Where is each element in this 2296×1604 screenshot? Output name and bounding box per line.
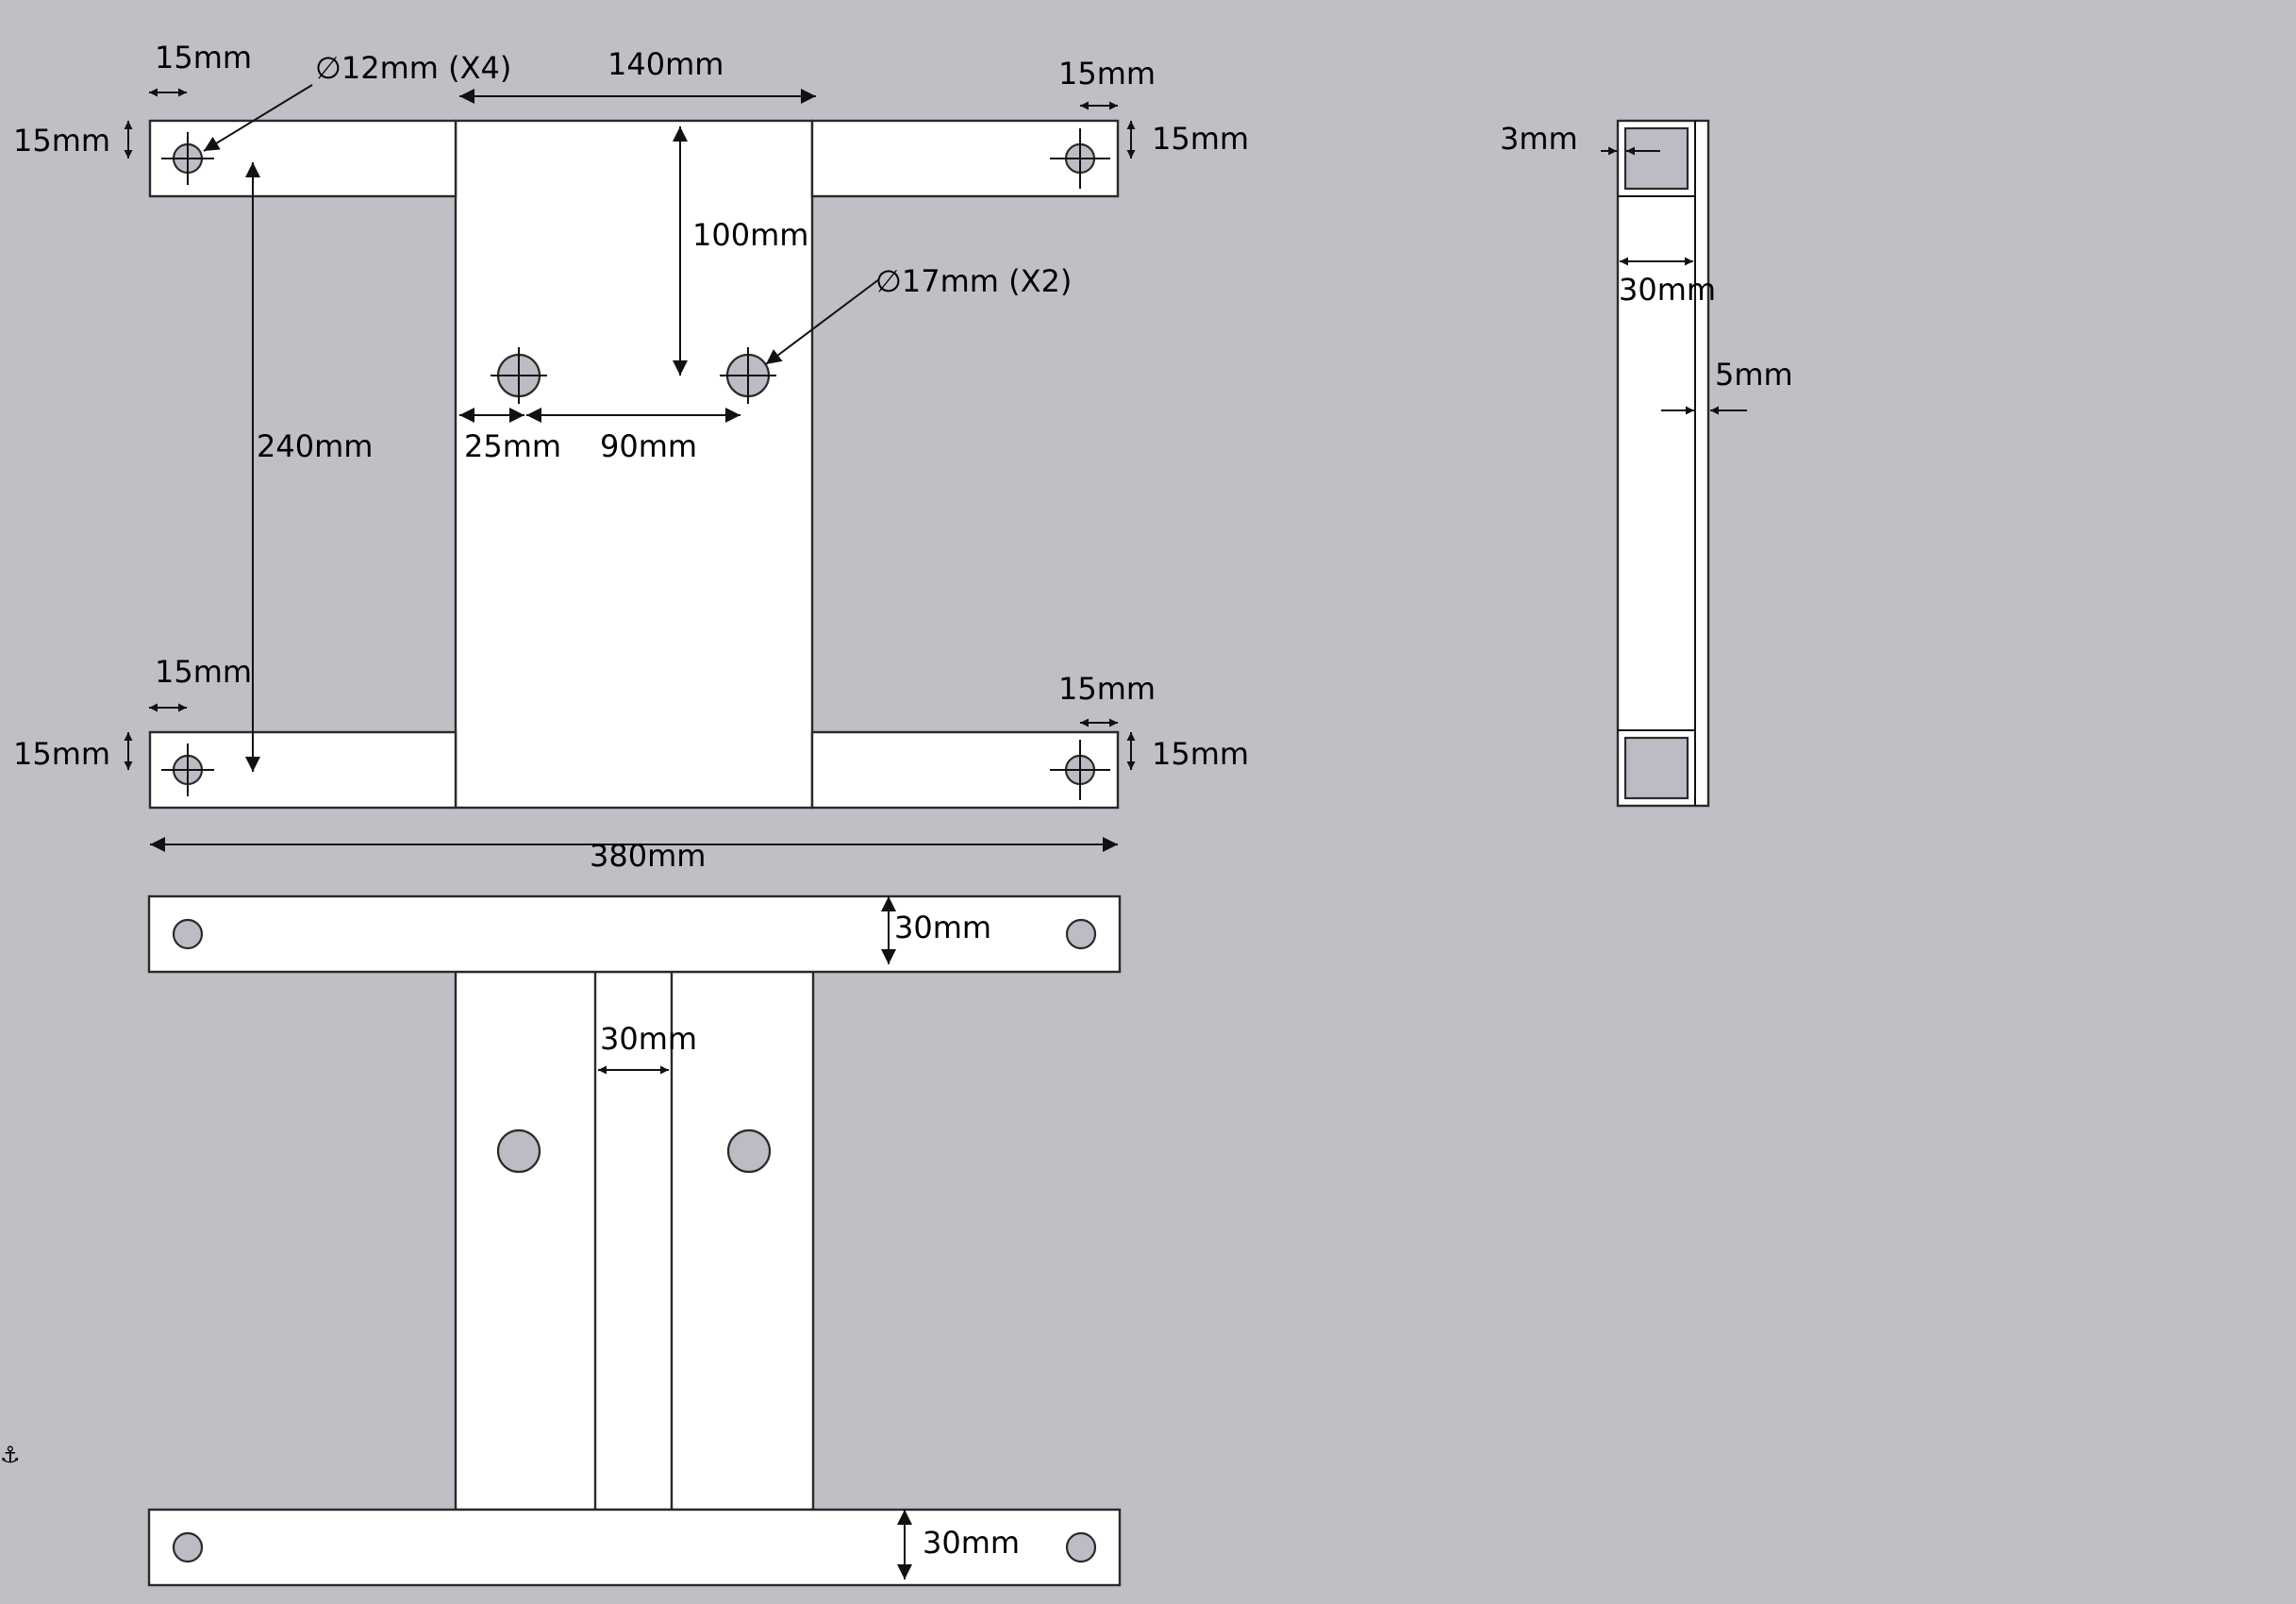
dim-overall-width: 380mm <box>590 838 706 874</box>
side-view: 3mm 30mm 5mm <box>1500 119 1793 808</box>
dim-top-left-y: 15mm <box>13 123 110 159</box>
side-profile-outer <box>1616 119 1710 808</box>
callout-hole-small: ∅12mm (X4) <box>315 50 511 86</box>
dim-top-right-x: 15mm <box>1058 56 1156 92</box>
dim-center-width: 140mm <box>607 46 724 82</box>
mount-hole-top-right <box>1050 128 1110 189</box>
dim-wall-thickness: 3mm <box>1500 121 1578 157</box>
dim-bottom-right-x: 15mm <box>1058 671 1156 707</box>
center-hole-right <box>720 347 776 404</box>
dim-hole-spacing: 90mm <box>600 428 697 464</box>
front-view: ∅12mm (X4) 15mm 15mm 140mm 15mm 15mm 100… <box>13 40 1249 874</box>
dim-bottom-flange-height: 30mm <box>923 1525 1020 1561</box>
mount-hole-top-left <box>161 132 214 185</box>
bottom-flange <box>147 1508 1122 1587</box>
top-flange <box>147 894 1122 974</box>
dim-channel-width: 30mm <box>600 1021 697 1057</box>
mount-hole-bottom-left <box>161 744 214 796</box>
dim-bottom-right-y: 15mm <box>1152 736 1249 772</box>
bottom-view: 30mm 30mm 30mm <box>147 894 1122 1587</box>
dim-side-depth: 30mm <box>1619 272 1716 308</box>
flange-hole-top-right <box>1065 918 1097 950</box>
center-channel <box>593 970 674 1512</box>
anchor-icon: ⚓ <box>0 1442 21 1468</box>
flange-hole-bottom-right <box>1065 1531 1097 1563</box>
flange-hole-bottom-left <box>172 1531 204 1563</box>
side-top-tube <box>1623 126 1689 191</box>
dim-top-left-x: 15mm <box>155 40 252 75</box>
dim-top-right-y: 15mm <box>1152 121 1249 157</box>
dim-hole-vertical-spacing: 240mm <box>257 428 373 464</box>
side-bottom-tube <box>1623 736 1689 800</box>
dim-bottom-left-x: 15mm <box>155 654 252 690</box>
side-dimension-lines <box>1601 146 1747 415</box>
bottom-dimension-lines <box>598 896 912 1579</box>
center-hole-left <box>491 347 547 404</box>
mount-hole-bottom-right <box>1050 740 1110 800</box>
dim-hole-edge-offset: 25mm <box>464 428 561 464</box>
dim-plate-thickness: 5mm <box>1715 357 1793 393</box>
front-dimension-lines <box>124 84 1136 852</box>
callout-hole-large: ∅17mm (X2) <box>875 263 1072 299</box>
body-hole-left <box>496 1128 541 1174</box>
dim-top-flange-height: 30mm <box>894 910 991 945</box>
body-hole-right <box>726 1128 772 1174</box>
flange-hole-top-left <box>172 918 204 950</box>
center-plate <box>454 119 814 810</box>
dim-center-hole-depth: 100mm <box>692 217 808 253</box>
dim-bottom-left-y: 15mm <box>13 736 110 772</box>
